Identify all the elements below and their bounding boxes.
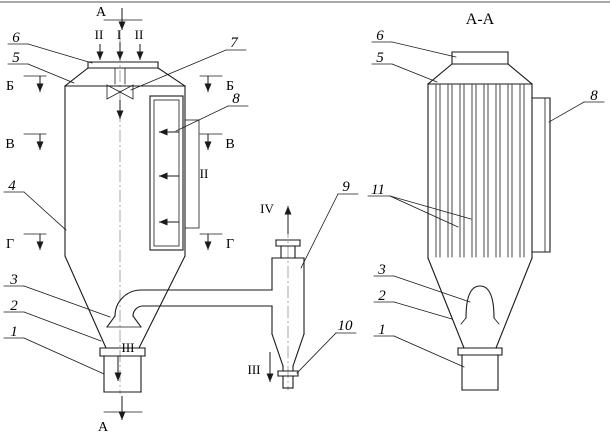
product-outlet-left: III xyxy=(99,340,146,393)
callout-3-left: 3 xyxy=(9,272,18,288)
section-plane-v: В В xyxy=(5,133,235,152)
section-cone xyxy=(427,257,533,349)
atomizer xyxy=(106,67,134,119)
callout-5-left: 5 xyxy=(12,50,20,66)
chamber-cone xyxy=(64,255,186,349)
flow-iv-label: IV xyxy=(260,201,274,216)
callout-9: 9 xyxy=(342,179,350,195)
chamber-lid xyxy=(64,61,186,87)
callout-3-right: 3 xyxy=(377,262,386,278)
callout-5-right: 5 xyxy=(376,50,384,66)
section-plane-g: Г Г xyxy=(6,233,234,252)
transfer-pipe xyxy=(106,289,273,328)
callout-11: 11 xyxy=(371,182,385,198)
tube-bundle xyxy=(435,84,525,258)
section-plane-b: Б Б xyxy=(6,75,234,94)
chamber-body xyxy=(64,85,186,257)
callout-4: 4 xyxy=(8,178,16,194)
cyclone: IV III xyxy=(248,201,305,389)
section-body xyxy=(427,83,533,259)
flow-ii-inlet-left-label: II xyxy=(95,27,104,42)
callout-7: 7 xyxy=(230,35,239,51)
section-a-top-label: А xyxy=(96,5,107,20)
section-v-right-label: В xyxy=(225,137,234,152)
section-plane-a-top: А xyxy=(96,5,143,30)
callout-2-right: 2 xyxy=(378,288,386,304)
callout-8-right: 8 xyxy=(590,88,598,104)
section-view-a-a: А-А xyxy=(367,11,605,391)
section-g-right-label: Г xyxy=(226,237,234,252)
section-b-right-label: Б xyxy=(226,79,234,94)
section-b-left-label: Б xyxy=(6,79,14,94)
section-plane-a-bottom: А xyxy=(98,396,143,435)
section-lid xyxy=(427,51,533,85)
callout-6-left: 6 xyxy=(12,30,20,46)
flow-ii-inlet-right-label: II xyxy=(135,27,144,42)
callout-6-right: 6 xyxy=(376,28,384,44)
callouts-left-view: 6 5 4 3 2 1 7 8 9 10 xyxy=(3,30,359,375)
callout-8-left: 8 xyxy=(232,91,240,107)
centerlines xyxy=(119,30,289,394)
callouts-section-view: 6 5 8 11 3 2 1 xyxy=(367,28,605,368)
callout-2-left: 2 xyxy=(10,298,18,314)
section-view-title: А-А xyxy=(466,11,495,28)
section-g-left-label: Г xyxy=(6,237,14,252)
section-a-bottom-label: А xyxy=(98,420,109,435)
flow-iii-outlet-left-label: III xyxy=(122,340,135,355)
callout-1-right: 1 xyxy=(378,322,386,338)
heater-panel-left-view: II xyxy=(149,95,209,251)
callout-10: 10 xyxy=(338,318,354,334)
heater-panel-section-view xyxy=(531,97,551,253)
product-outlet-section xyxy=(457,347,503,391)
section-v-left-label: В xyxy=(5,137,14,152)
inlet-flow-arrows: II I II xyxy=(95,27,144,60)
flow-i-inlet-label: I xyxy=(117,27,121,42)
deflector-bell xyxy=(460,285,500,325)
flow-iii-cyclone-label: III xyxy=(248,362,261,377)
left-view-main-apparatus: А II I II xyxy=(3,5,359,435)
flow-ii-heater-label: II xyxy=(200,166,209,181)
callout-1-left: 1 xyxy=(10,324,18,340)
